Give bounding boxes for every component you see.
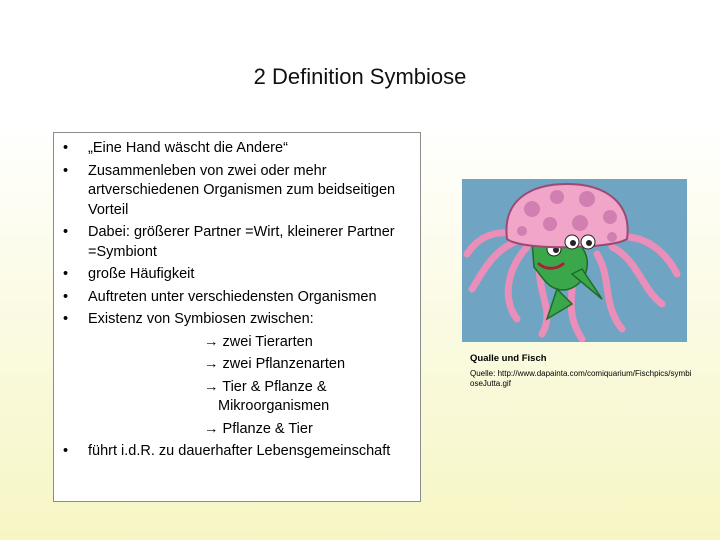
figure-caption-title: Qualle und Fisch xyxy=(470,353,547,364)
bullet-text: Existenz von Symbiosen zwischen: xyxy=(88,311,314,327)
sub-list-item: → zwei Tierarten xyxy=(204,333,313,350)
list-item: • Zusammenleben von zwei oder mehr artver… xyxy=(54,162,414,221)
slide-title: 2 Definition Symbiose xyxy=(253,64,467,89)
sub-list-item: → zwei Pflanzenarten xyxy=(204,356,346,372)
bullet-text: Zusammenleben von zwei oder mehr artvers… xyxy=(88,162,396,218)
list-item: • Existenz von Symbiosen zwischen: xyxy=(54,310,414,330)
list-item: • „Eine Hand wäscht die Andere“ xyxy=(54,139,414,159)
jellyfish-illustration-icon xyxy=(462,179,687,342)
bullet-icon: • xyxy=(63,224,69,240)
list-item: • Dabei: größerer Partner =Wirt, kleinere… xyxy=(54,223,414,262)
figure-caption-source: Quelle: http://www.dapainta.com/comiquar… xyxy=(470,369,692,388)
list-item: • führt i.d.R. zu dauerhafter Lebensgemei… xyxy=(54,442,414,462)
bullet-icon: • xyxy=(63,162,69,179)
bullet-text: Dabei: größerer Partner =Wirt, kleinerer… xyxy=(88,224,395,260)
bullet-icon: • xyxy=(63,140,69,156)
bullet-text: „Eine Hand wäscht die Andere“ xyxy=(88,140,288,156)
list-item: • Auftreten unter verschiedensten Organis… xyxy=(54,288,414,308)
bullet-text: führt i.d.R. zu dauerhafter Lebensgemein… xyxy=(88,443,391,459)
bullet-icon: • xyxy=(63,311,69,327)
content-box: • „Eine Hand wäscht die Andere“ • Zusammen… xyxy=(53,132,421,502)
jellyfish-and-fish-illustration-icon xyxy=(462,179,687,342)
sub-list-item: → Tier & Pflanze & Mikroorganismen xyxy=(204,378,330,415)
bullet-text: große Häufigkeit xyxy=(88,266,195,282)
bullet-text: Auftreten unter verschiedensten Organism… xyxy=(88,288,377,305)
bullet-icon: • xyxy=(63,266,69,282)
sub-list-item: → Pflanze & Tier xyxy=(204,420,313,437)
bullet-icon: • xyxy=(63,443,69,459)
bullet-icon: • xyxy=(63,288,69,305)
bullet-list: • „Eine Hand wäscht die Andere“ • Zusammen… xyxy=(54,133,420,462)
list-item: • große Häufigkeit xyxy=(54,265,414,285)
